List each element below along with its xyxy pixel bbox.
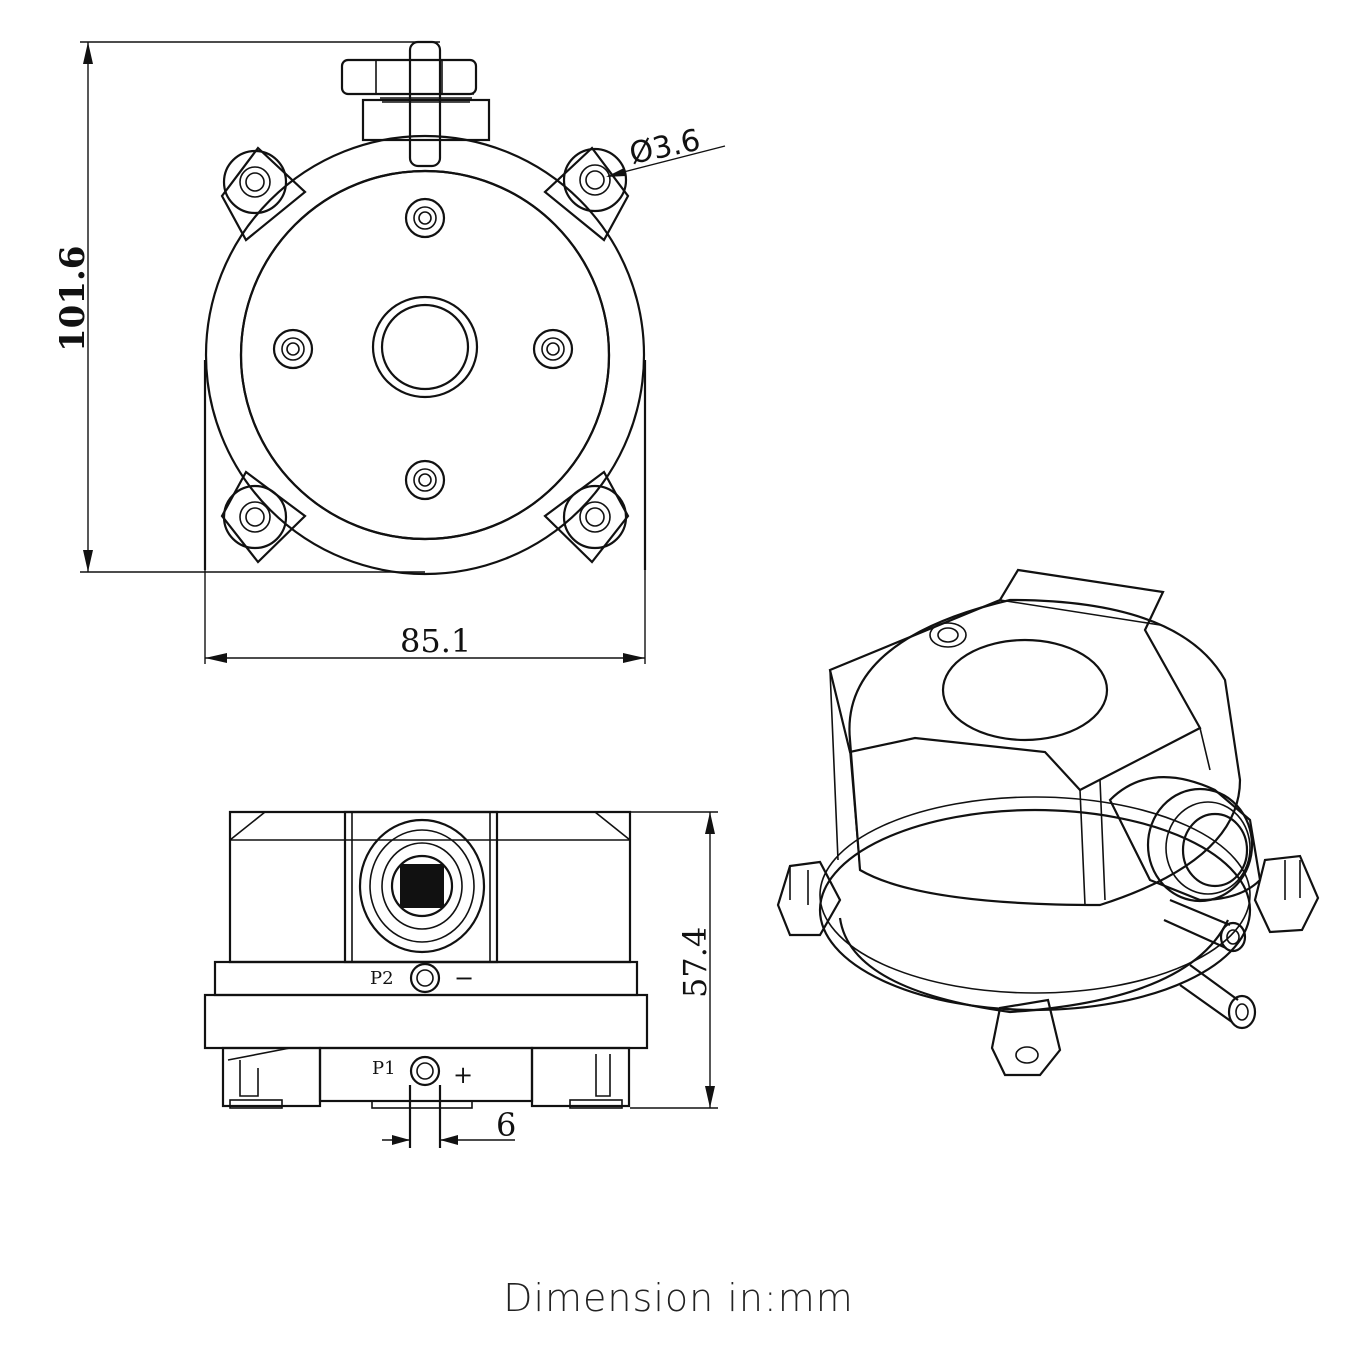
iso-foot-right — [1253, 854, 1320, 934]
height-label: 101.6 — [53, 246, 93, 352]
dimension-depth: 57.4 — [630, 811, 718, 1109]
isometric-view — [776, 568, 1320, 1077]
iso-side-gland — [1108, 776, 1262, 903]
iso-foot-left — [776, 860, 842, 937]
mounting-ear-bl — [220, 470, 307, 564]
screw-left — [272, 328, 314, 370]
hole-diameter-label: Ø3.6 — [626, 123, 703, 172]
side-view: P2 − P1 + — [203, 810, 649, 1148]
gland-outer — [358, 818, 486, 954]
center-boss-outer — [371, 295, 479, 399]
p1-label: P1 — [372, 1058, 396, 1079]
center-boss-inner — [380, 303, 470, 391]
iso-small-hole — [929, 622, 967, 648]
mounting-ear-br — [543, 470, 630, 564]
dimension-width: 85.1 — [204, 570, 646, 664]
screw-top — [404, 197, 446, 239]
right-foot — [530, 1046, 631, 1109]
flange — [203, 993, 649, 1050]
iso-foot-bottom — [990, 998, 1062, 1077]
dimension-port: 6 — [382, 1106, 516, 1145]
iso-tube-lower[interactable] — [1179, 964, 1257, 1030]
iso-top-bore — [941, 638, 1109, 742]
top-fitting-base — [361, 98, 491, 142]
outer-body-circle — [204, 134, 646, 576]
dimension-height: 101.6 — [53, 41, 440, 573]
dimension-caption: Dimension in:mm — [503, 1276, 854, 1320]
left-foot — [221, 1046, 322, 1109]
port-p2[interactable] — [409, 962, 441, 994]
p2-label: P2 — [370, 968, 394, 989]
mounting-ear-tl — [220, 146, 307, 242]
screw-right — [532, 328, 574, 370]
gland-opening — [400, 864, 444, 908]
dimension-hole: Ø3.6 — [606, 123, 726, 177]
p1-sign: + — [453, 1061, 473, 1089]
iso-tube-upper[interactable] — [1163, 898, 1247, 953]
p2-sign: − — [454, 964, 474, 992]
width-label: 85.1 — [400, 622, 471, 660]
depth-label: 57.4 — [676, 927, 714, 998]
port-diameter-label: 6 — [496, 1106, 516, 1144]
mounting-ear-tr — [543, 146, 630, 242]
top-view — [203, 40, 647, 576]
iso-upper-housing — [848, 598, 1242, 907]
port-p1[interactable] — [409, 1055, 441, 1087]
middle-band — [213, 960, 639, 997]
screw-bottom — [404, 459, 446, 501]
iso-lower-body — [818, 808, 1252, 1012]
